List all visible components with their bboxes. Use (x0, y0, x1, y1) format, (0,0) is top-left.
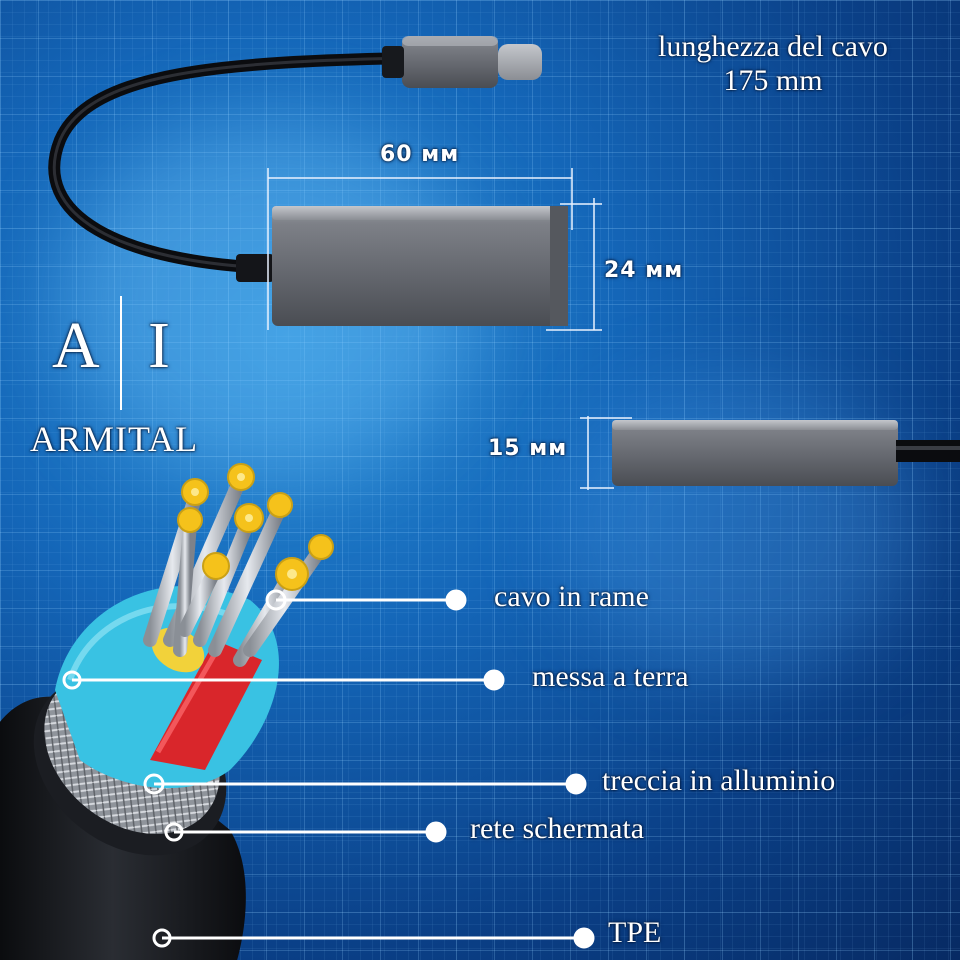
brand-name: ARMITAL (30, 419, 199, 459)
cable-length-caption: lunghezza del cavo 175 mm (608, 30, 938, 98)
width-label: 60 мм (380, 142, 460, 167)
width-dimension-lines (267, 168, 573, 330)
height-dimension-lines (546, 198, 602, 331)
cable-cross-section (0, 463, 334, 960)
thickness-label: 15 мм (488, 436, 568, 461)
layer-label-tpe: TPE (608, 916, 662, 949)
cable-length-title: lunghezza del cavo (658, 30, 888, 63)
logo-letter-left: A (52, 309, 102, 382)
logo-letter-right: I (148, 309, 172, 382)
layer-leader-lines (62, 589, 595, 949)
height-label: 24 мм (604, 258, 684, 283)
layer-label-copper: cavo in rame (494, 580, 649, 613)
cable-length-value: 175 mm (723, 64, 823, 97)
adapter-top-view (272, 206, 568, 326)
layer-label-aluminium-braid: treccia in alluminio (602, 764, 836, 797)
adapter-side-view (612, 420, 960, 486)
layer-label-ground: messa a terra (532, 660, 689, 693)
usb-c-plug (402, 36, 498, 88)
thickness-dimension-lines (580, 416, 632, 490)
layer-label-shield-mesh: rete schermata (470, 812, 645, 845)
